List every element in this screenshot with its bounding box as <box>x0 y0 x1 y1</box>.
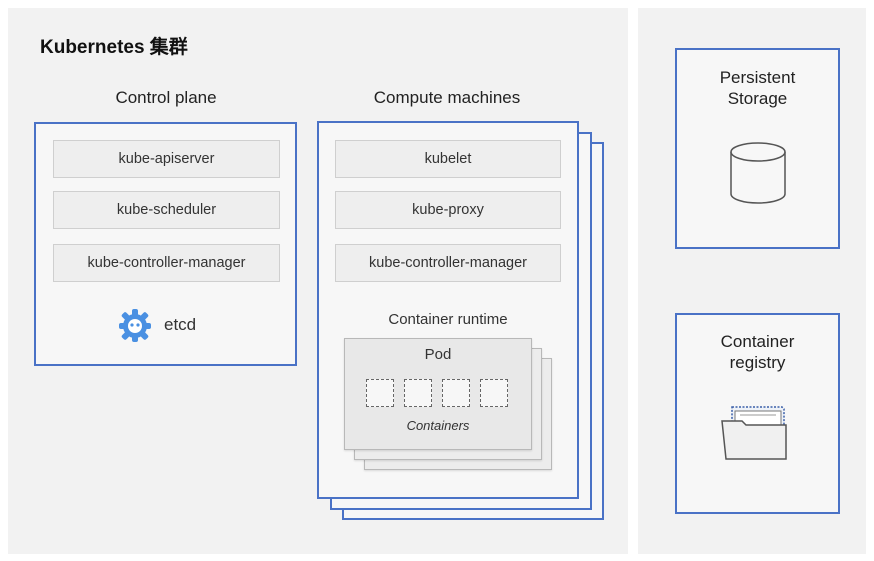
container-registry-label: Container registry <box>675 331 840 373</box>
kubelet-component: kubelet <box>335 140 561 178</box>
etcd-label: etcd <box>164 315 197 334</box>
container-runtime-label: Container runtime <box>388 311 508 328</box>
persistent-storage-label-line2: Storage <box>727 89 788 108</box>
cluster-title: Kubernetes 集群 <box>40 37 188 58</box>
container-box <box>366 379 394 407</box>
kube-scheduler-component: kube-scheduler <box>53 191 280 229</box>
kube-controller-manager-component: kube-controller-manager <box>53 244 280 282</box>
container-registry-label-line1: Container <box>720 332 795 351</box>
etcd-icon <box>116 306 154 344</box>
container-registry-label-line2: registry <box>729 353 786 372</box>
control-plane-label: Control plane <box>115 88 217 107</box>
kube-proxy-component: kube-proxy <box>335 191 561 229</box>
persistent-storage-label-line1: Persistent <box>719 68 796 87</box>
containers-label: Containers <box>406 418 470 433</box>
kube-apiserver-component: kube-apiserver <box>53 140 280 178</box>
folder-icon <box>720 405 792 463</box>
database-icon <box>728 140 788 206</box>
container-box <box>480 379 508 407</box>
compute-kube-controller-manager-component: kube-controller-manager <box>335 244 561 282</box>
container-box <box>442 379 470 407</box>
compute-machines-label: Compute machines <box>373 88 521 107</box>
persistent-storage-label: Persistent Storage <box>675 67 840 109</box>
container-box <box>404 379 432 407</box>
pod-label: Pod <box>424 346 452 363</box>
